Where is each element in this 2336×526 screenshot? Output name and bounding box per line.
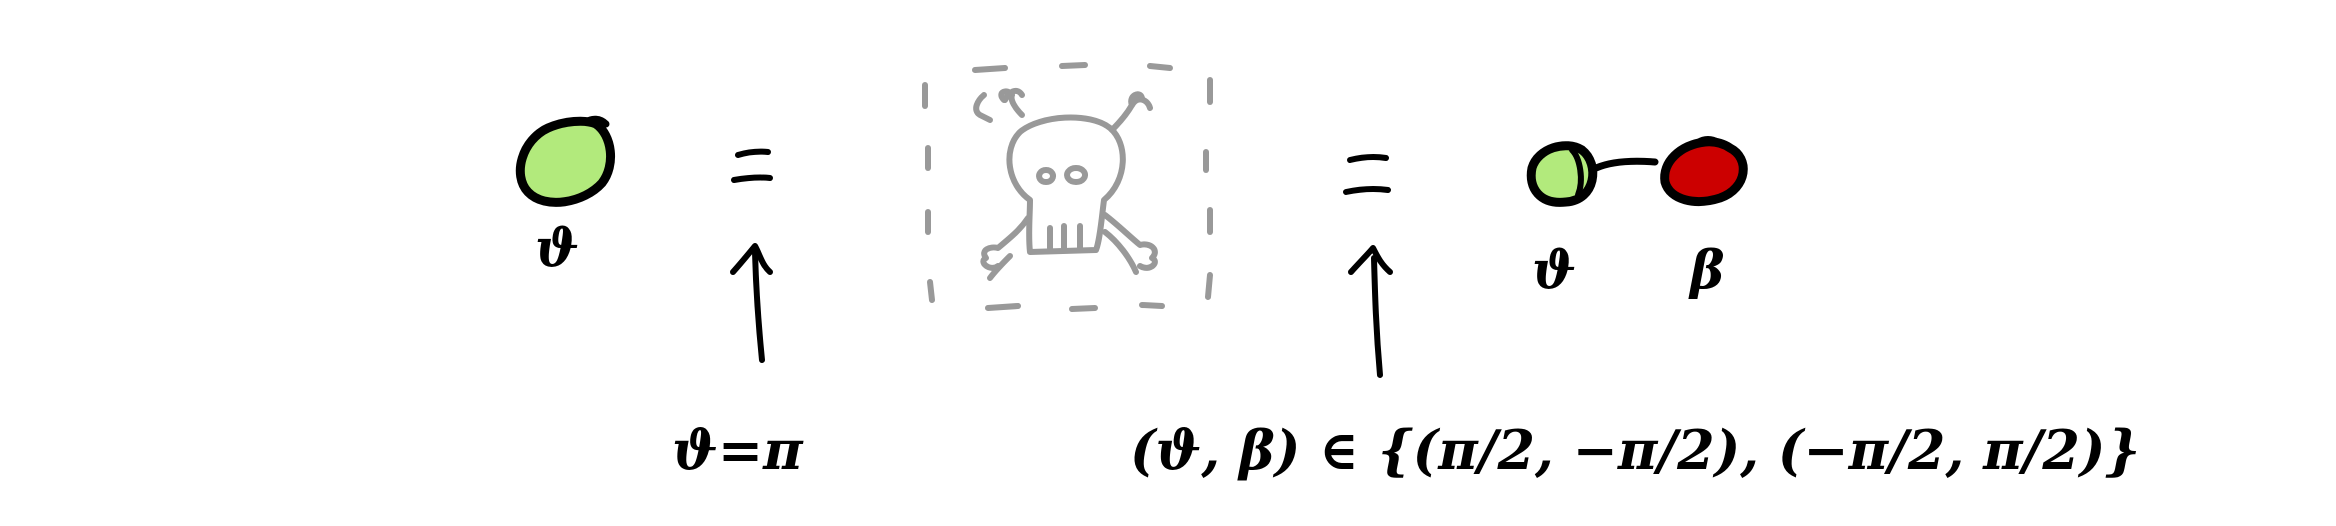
right-condition-label: (ϑ, β) ∈ {(π/2, −π/2), (−π/2, π/2)} (1130, 418, 2141, 482)
right-node-label-beta: β (1690, 240, 1725, 301)
left-arrow (730, 243, 773, 363)
right-arrow (1348, 245, 1393, 378)
left-condition-label: ϑ=π (672, 418, 803, 482)
right-node-label-theta: ϑ (1532, 240, 1577, 301)
right-node-pair (1526, 136, 1748, 207)
left-green-node (515, 115, 616, 207)
right-equals-sign (1343, 153, 1391, 195)
dashed-box (922, 62, 1213, 312)
left-equals-sign (731, 148, 773, 183)
skull-crossbones-icon (973, 87, 1158, 281)
left-node-label: ϑ (535, 218, 580, 279)
